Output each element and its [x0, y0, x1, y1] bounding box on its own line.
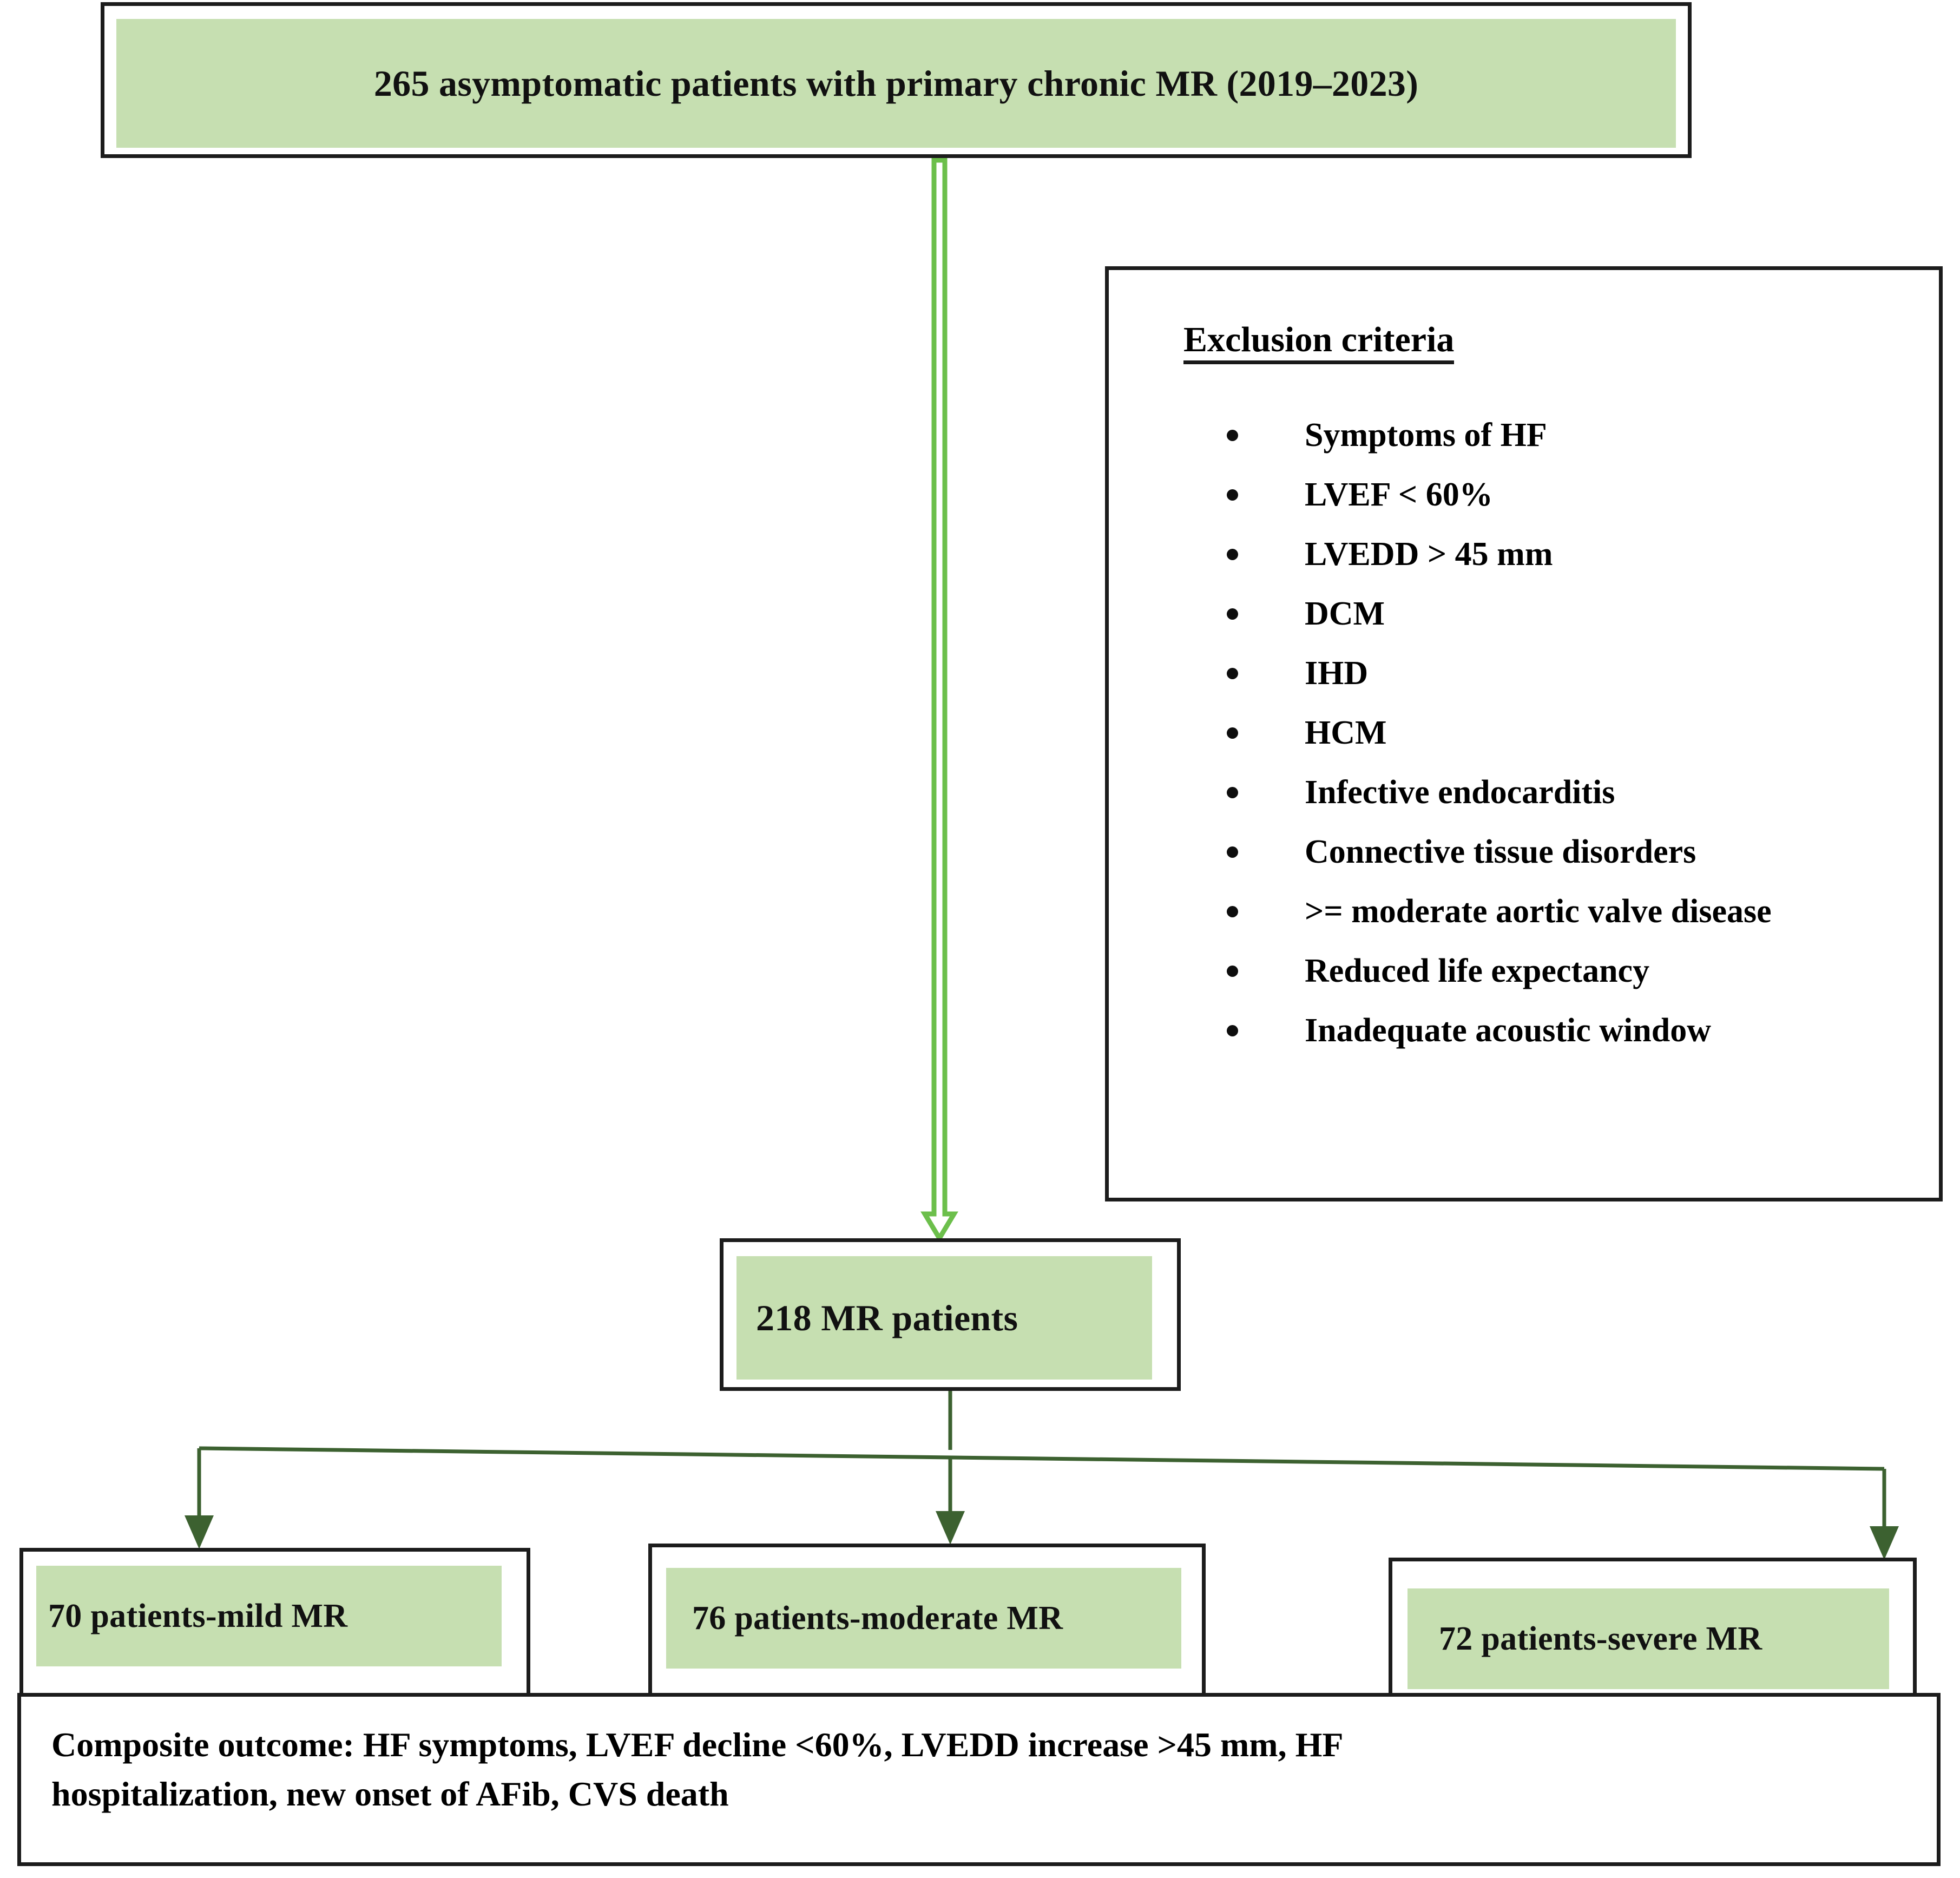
- top-cohort-box: 265 asymptomatic patients with primary c…: [101, 2, 1692, 158]
- group-highlight-severe: 72 patients-severe MR: [1407, 1588, 1889, 1689]
- exclusion-item-label: Inadequate acoustic window: [1305, 1012, 1711, 1049]
- composite-outcome-text: Composite outcome: HF symptoms, LVEF dec…: [51, 1721, 1910, 1819]
- branch-connectors: [197, 1391, 1886, 1541]
- top-cohort-highlight: 265 asymptomatic patients with primary c…: [116, 19, 1676, 148]
- bullet-icon: [1227, 727, 1238, 739]
- exclusion-item: Infective endocarditis: [1222, 763, 1926, 822]
- bullet-icon: [1227, 1025, 1238, 1036]
- exclusion-criteria-box: Exclusion criteria Symptoms of HF LVEF <…: [1105, 266, 1943, 1201]
- exclusion-item: IHD: [1222, 643, 1926, 703]
- exclusion-item-label: Connective tissue disorders: [1305, 833, 1696, 870]
- top-cohort-label: 265 asymptomatic patients with primary c…: [373, 62, 1419, 104]
- exclusion-item-label: IHD: [1305, 655, 1369, 692]
- exclusion-criteria-list: Symptoms of HF LVEF < 60% LVEDD > 45 mm …: [1222, 405, 1926, 1060]
- bullet-icon: [1227, 608, 1238, 620]
- composite-outcome-line2: hospitalization, new onset of AFib, CVS …: [51, 1774, 729, 1813]
- exclusion-item-label: LVEF < 60%: [1305, 476, 1493, 513]
- cohort-218-box: 218 MR patients: [720, 1238, 1181, 1391]
- exclusion-item: Symptoms of HF: [1222, 405, 1926, 465]
- exclusion-item: Inadequate acoustic window: [1222, 1001, 1926, 1060]
- bullet-icon: [1227, 846, 1238, 858]
- group-box-moderate: 76 patients-moderate MR: [648, 1544, 1206, 1706]
- cohort-218-highlight: 218 MR patients: [736, 1256, 1152, 1380]
- group-label-moderate: 76 patients-moderate MR: [692, 1599, 1063, 1637]
- group-highlight-mild: 70 patients-mild MR: [36, 1566, 502, 1666]
- exclusion-item-label: LVEDD > 45 mm: [1305, 536, 1553, 573]
- cohort-218-label: 218 MR patients: [756, 1297, 1018, 1338]
- group-highlight-moderate: 76 patients-moderate MR: [666, 1568, 1181, 1669]
- composite-outcome-box: Composite outcome: HF symptoms, LVEF dec…: [17, 1693, 1941, 1866]
- exclusion-item: HCM: [1222, 703, 1926, 763]
- exclusion-item: DCM: [1222, 584, 1926, 643]
- exclusion-item-label: Symptoms of HF: [1305, 417, 1547, 454]
- exclusion-item-label: HCM: [1305, 714, 1387, 751]
- bullet-icon: [1227, 966, 1238, 977]
- bullet-icon: [1227, 906, 1238, 917]
- composite-outcome-line1: Composite outcome: HF symptoms, LVEF dec…: [51, 1725, 1344, 1764]
- exclusion-item: Connective tissue disorders: [1222, 822, 1926, 882]
- exclusion-item: Reduced life expectancy: [1222, 941, 1926, 1001]
- exclusion-item: >= moderate aortic valve disease: [1222, 882, 1926, 941]
- bullet-icon: [1227, 430, 1238, 441]
- exclusion-item-label: >= moderate aortic valve disease: [1305, 893, 1772, 930]
- exclusion-item: LVEDD > 45 mm: [1222, 524, 1926, 584]
- exclusion-item-label: Infective endocarditis: [1305, 774, 1615, 811]
- exclusion-item: LVEF < 60%: [1222, 465, 1926, 524]
- bullet-icon: [1227, 787, 1238, 798]
- group-label-severe: 72 patients-severe MR: [1439, 1620, 1762, 1657]
- exclusion-item-label: DCM: [1305, 595, 1385, 632]
- bullet-icon: [1227, 549, 1238, 560]
- bullet-icon: [1227, 489, 1238, 501]
- group-box-mild: 70 patients-mild MR: [19, 1548, 530, 1705]
- group-label-mild: 70 patients-mild MR: [48, 1597, 348, 1634]
- main-block-arrow: [920, 157, 958, 1243]
- bullet-icon: [1227, 668, 1238, 679]
- exclusion-item-label: Reduced life expectancy: [1305, 953, 1650, 989]
- exclusion-criteria-title: Exclusion criteria: [1183, 321, 1455, 365]
